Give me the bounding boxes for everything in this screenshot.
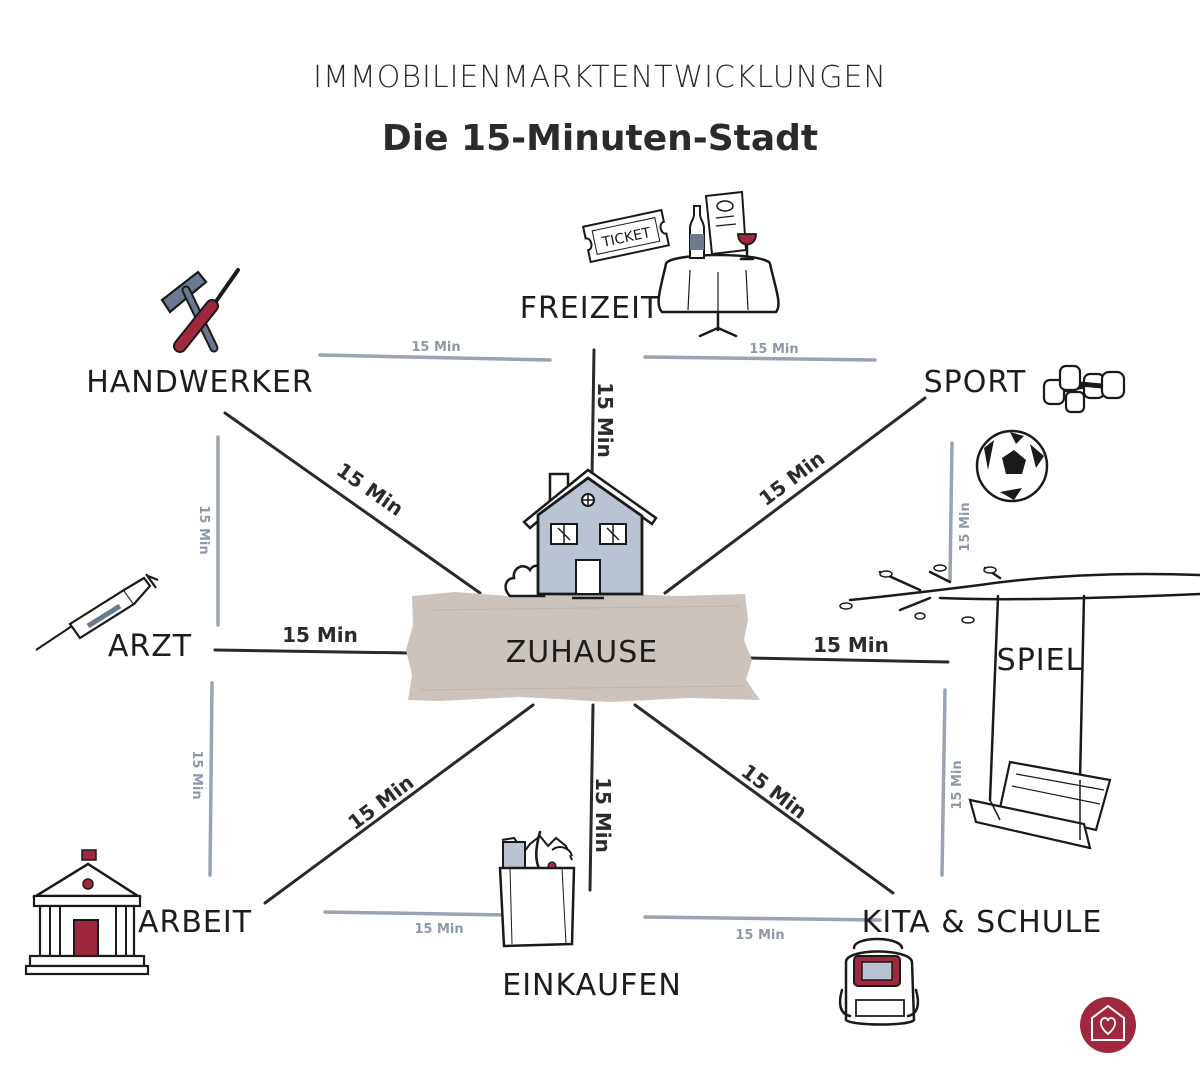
- rim-line-arbeit-einkaufen: [323, 910, 507, 917]
- rim-label-handwerker-freizeit: 15 Min: [411, 340, 460, 355]
- node-arzt: ARZT: [108, 629, 192, 664]
- dumbbell-icon: [1042, 364, 1126, 414]
- rim-connectors: [208, 353, 954, 922]
- syringe-icon: [35, 573, 159, 651]
- backpack-icon: [838, 937, 920, 1026]
- tools-icon: [160, 268, 240, 353]
- node-einkaufen: EINKAUFEN: [502, 968, 682, 1003]
- rim-line-einkaufen-kita: [643, 915, 882, 922]
- rim-line-handwerker-freizeit: [318, 353, 552, 362]
- spoke-line-kita: [633, 703, 895, 895]
- header-eyebrow: IMMOBILIENMARKTENTWICKLUNGEN: [313, 60, 887, 95]
- rim-label-arbeit-einkaufen: 15 Min: [414, 922, 463, 937]
- node-sport: SPORT: [924, 365, 1027, 400]
- node-kita-schule: KITA & SCHULE: [862, 905, 1103, 940]
- spoke-line-spiel: [746, 656, 950, 664]
- spoke-line-handwerker: [223, 411, 482, 595]
- rim-label-sport-spiel: 15 Min: [958, 502, 973, 551]
- center-tape: ZUHAUSE: [406, 592, 760, 702]
- center-label: ZUHAUSE: [506, 635, 659, 670]
- grocery-bag-icon: [498, 830, 576, 948]
- rim-label-handwerker-arzt: 15 Min: [196, 505, 211, 554]
- rim-label-arzt-arbeit: 15 Min: [189, 750, 204, 799]
- node-freizeit: FREIZEIT: [520, 291, 661, 326]
- spoke-label-arzt: 15 Min: [282, 623, 358, 647]
- rim-label-freizeit-sport: 15 Min: [749, 342, 798, 357]
- spoke-label-handwerker: 15 Min: [332, 458, 408, 521]
- rim-line-freizeit-sport: [643, 355, 877, 362]
- heart-house-logo-icon: [1080, 997, 1136, 1053]
- swing-icon: [839, 564, 1200, 850]
- page-title: Die 15-Minuten-Stadt: [381, 118, 819, 159]
- spoke-line-freizeit: [590, 348, 596, 480]
- spoke-label-spiel: 15 Min: [813, 633, 889, 657]
- spoke-label-einkaufen: 15 Min: [591, 777, 615, 853]
- spoke-label-freizeit: 15 Min: [593, 382, 617, 458]
- spoke-line-arzt: [213, 648, 412, 655]
- rim-line-sport-spiel: [948, 441, 954, 582]
- building-icon: [24, 849, 150, 976]
- house-icon: [504, 468, 658, 600]
- spoke-label-kita: 15 Min: [737, 759, 812, 824]
- rim-line-spiel-kita: [940, 688, 947, 877]
- spoke-line-sport: [663, 396, 927, 595]
- spoke-line-einkaufen: [588, 703, 595, 892]
- node-arbeit: ARBEIT: [138, 905, 252, 940]
- rim-label-einkaufen-kita: 15 Min: [735, 928, 784, 943]
- soccer-ball-icon: [975, 429, 1049, 503]
- rim-label-spiel-kita: 15 Min: [950, 760, 965, 809]
- dinner-table-icon: [657, 190, 780, 338]
- node-handwerker: HANDWERKER: [86, 365, 314, 400]
- spokes: [213, 348, 950, 905]
- spoke-label-arbeit: 15 Min: [343, 770, 418, 835]
- ticket-icon: TICKET: [581, 208, 671, 264]
- spoke-line-arbeit: [263, 703, 535, 905]
- rim-line-arzt-arbeit: [208, 681, 214, 877]
- node-spiel: SPIEL: [997, 643, 1084, 678]
